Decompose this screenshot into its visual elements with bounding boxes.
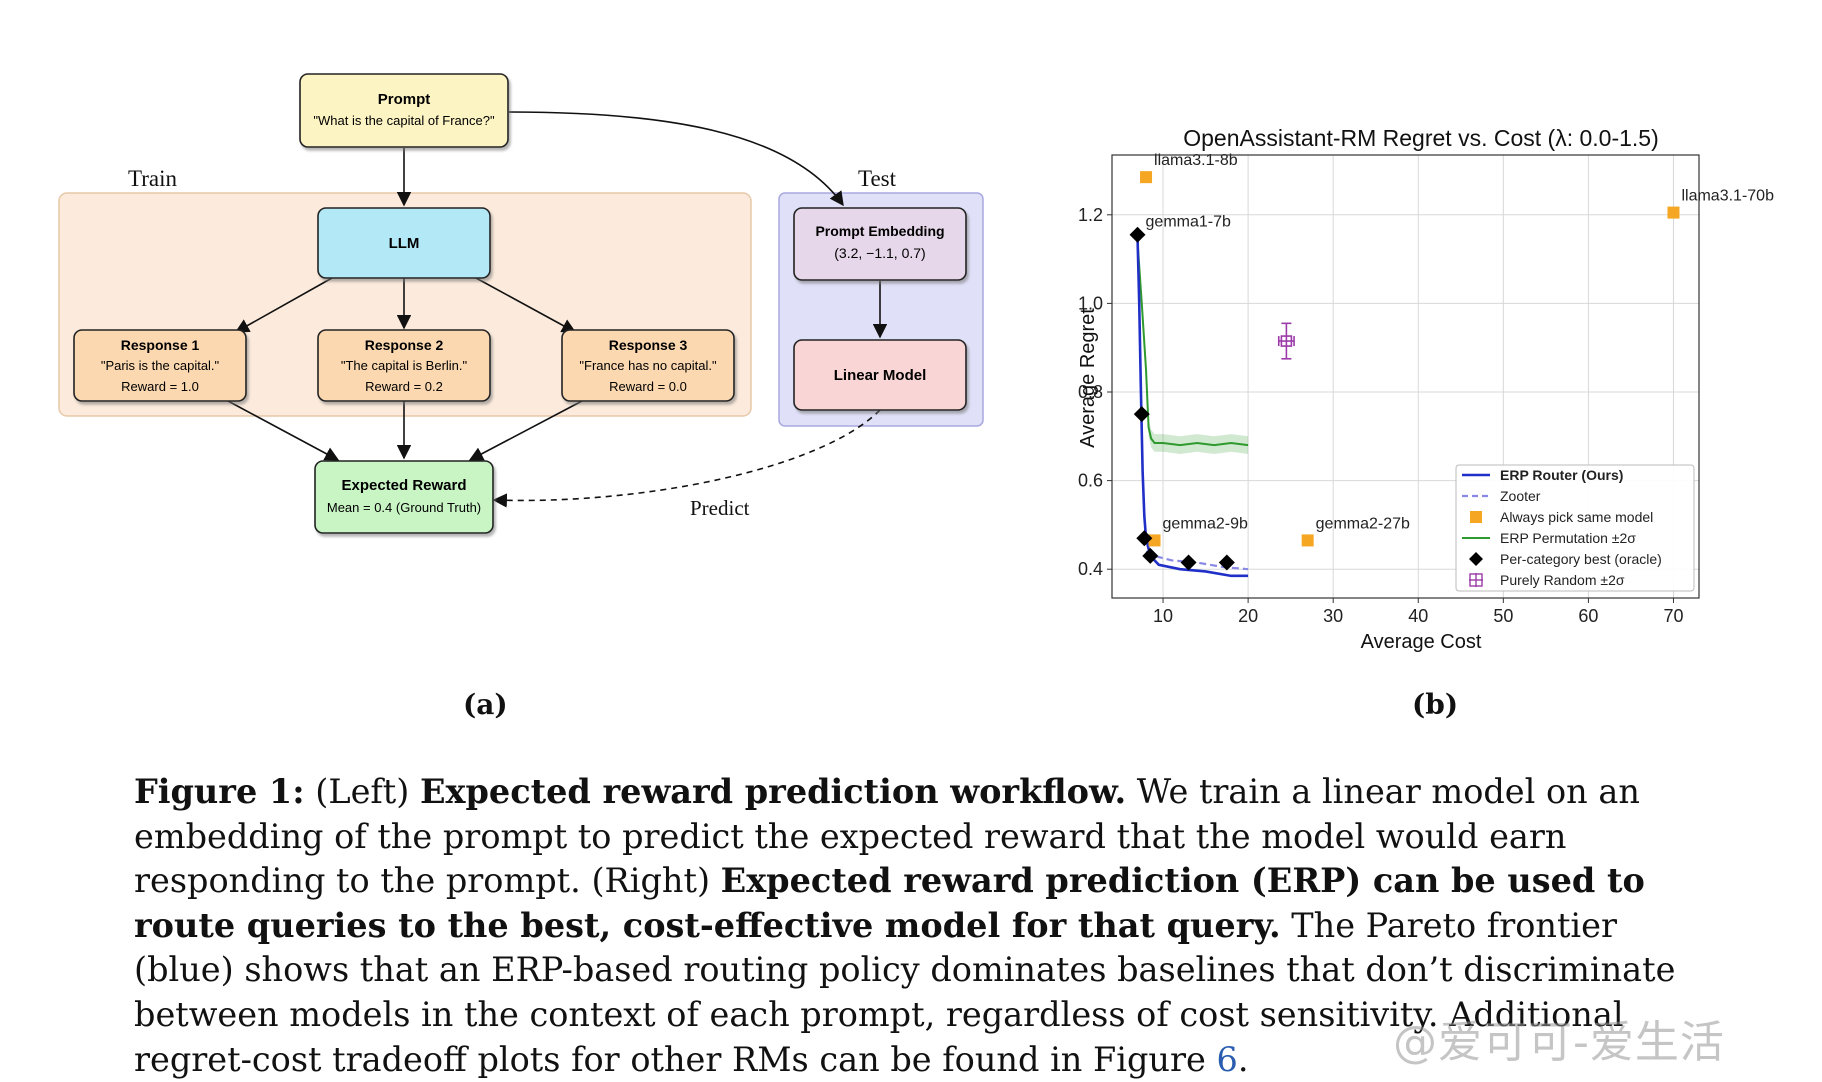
erp-router-line: [1136, 236, 1249, 578]
x-tick-label: 10: [1153, 606, 1173, 626]
llm-label: LLM: [389, 235, 420, 252]
linear-model-node: Linear Model: [793, 339, 967, 411]
response-reward: Reward = 0.2: [365, 379, 443, 394]
caption-period: .: [1237, 1039, 1249, 1079]
caption-left-text: We train a linear model on an embedding …: [134, 772, 1640, 901]
y-axis-label: Average Regret: [1077, 308, 1099, 448]
legend-label: Always pick same model: [1500, 509, 1653, 525]
prompt-embedding-text: (3.2, −1.1, 0.7): [834, 245, 925, 261]
oracle-marker: [1180, 554, 1197, 571]
legend-label: ERP Router (Ours): [1500, 467, 1623, 483]
response-reward: Reward = 1.0: [121, 379, 199, 394]
plot-series: llama3.1-8b llama3.1-70b gemma2-9b gemma2-2…: [1129, 152, 1774, 578]
model-point-label: gemma1-7b: [1146, 214, 1231, 231]
expected-reward-title: Expected Reward: [341, 477, 466, 494]
predict-label: Predict: [690, 496, 750, 520]
test-label: Test: [858, 166, 897, 191]
response-reward: Reward = 0.0: [609, 379, 687, 394]
model-point-label: llama3.1-70b: [1681, 188, 1774, 205]
response-2-node: Response 2 "The capital is Berlin." Rewa…: [317, 329, 491, 402]
figure-caption: Figure 1: (Left) Expected reward predict…: [134, 770, 1724, 1082]
legend-swatch: [1470, 511, 1482, 523]
always-pick-marker: [1667, 206, 1680, 219]
legend-label: Per-category best (oracle): [1500, 551, 1662, 567]
x-tick-label: 20: [1238, 606, 1258, 626]
plot-frame: [1111, 154, 1700, 599]
prompt-text: "What is the capital of France?": [313, 113, 495, 128]
caption-right-text: The Pareto frontier (blue) shows that an…: [134, 905, 1676, 1079]
watermark: @爱可可-爱生活: [1393, 1017, 1725, 1068]
caption-left-tag: (Left): [315, 772, 410, 811]
caption-right-tag: (Right): [591, 861, 711, 901]
response-1-node: Response 1 "Paris is the capital." Rewar…: [73, 329, 247, 402]
subcaption-b: (b): [1412, 688, 1459, 721]
response-3-node: Response 3 "France has no capital." Rewa…: [561, 329, 735, 402]
llm-node: LLM: [317, 207, 491, 279]
y-tick-label: 0.8: [1078, 382, 1103, 402]
expected-reward-text: Mean = 0.4 (Ground Truth): [327, 500, 481, 515]
prompt-embedding-node: Prompt Embedding (3.2, −1.1, 0.7): [793, 207, 967, 281]
y-tick-label: 1.2: [1078, 205, 1103, 225]
x-tick-label: 30: [1323, 606, 1343, 626]
response-title: Response 2: [365, 337, 444, 353]
x-tick-label: 60: [1578, 606, 1598, 626]
y-tick-label: 1.0: [1078, 293, 1103, 313]
axis-ticks: 10 20 30 40 50 60 70 0.4 0.6 0.8 1.0 1.2: [1078, 205, 1684, 626]
x-axis-label: Average Cost: [1361, 631, 1482, 653]
workflow-arrows: [227, 111, 888, 508]
erp-permutation-line: [1136, 241, 1249, 447]
oracle-marker: [1218, 554, 1235, 571]
prompt-node: Prompt "What is the capital of France?": [299, 73, 509, 148]
erp-permutation-band: [1137, 232, 1249, 455]
always-pick-marker: [1301, 534, 1314, 547]
train-label: Train: [128, 166, 177, 191]
figure-label: Figure 1:: [134, 772, 305, 811]
response-text: "France has no capital.": [579, 358, 717, 373]
oracle-marker: [1133, 406, 1150, 423]
response-title: Response 3: [609, 337, 688, 353]
response-text: "Paris is the capital.": [101, 358, 220, 373]
legend-label: ERP Permutation ±2σ: [1500, 530, 1636, 546]
purely-random-marker: [1277, 322, 1295, 360]
figure-reference-link[interactable]: 6: [1216, 1039, 1238, 1079]
caption-left-bold: Expected reward prediction workflow.: [419, 772, 1127, 811]
legend-swatch: [1469, 552, 1483, 566]
expected-reward-node: Expected Reward Mean = 0.4 (Ground Truth…: [314, 460, 494, 534]
prompt-embedding-title: Prompt Embedding: [815, 223, 944, 239]
model-point-label: llama3.1-8b: [1154, 152, 1238, 169]
linear-model-label: Linear Model: [834, 367, 927, 384]
legend-label: Purely Random ±2σ: [1500, 572, 1625, 588]
x-tick-label: 40: [1408, 606, 1428, 626]
x-tick-label: 70: [1663, 606, 1683, 626]
y-tick-label: 0.4: [1078, 559, 1103, 579]
prompt-title: Prompt: [378, 91, 431, 108]
model-point-label: gemma2-27b: [1316, 515, 1410, 532]
always-pick-marker: [1140, 171, 1153, 184]
caption-right-bold: Expected reward prediction (ERP) can be …: [134, 861, 1645, 945]
oracle-marker: [1136, 530, 1153, 547]
oracle-marker: [1142, 547, 1159, 564]
model-point-label: gemma2-9b: [1163, 515, 1248, 532]
response-text: "The capital is Berlin.": [341, 358, 468, 373]
chart-title: OpenAssistant-RM Regret vs. Cost (λ: 0.0…: [1183, 125, 1659, 151]
oracle-marker: [1129, 226, 1146, 243]
x-tick-label: 50: [1493, 606, 1513, 626]
response-title: Response 1: [121, 337, 200, 353]
subcaption-a: (a): [463, 688, 508, 721]
y-tick-label: 0.6: [1078, 471, 1103, 491]
legend-label: Zooter: [1500, 488, 1541, 504]
